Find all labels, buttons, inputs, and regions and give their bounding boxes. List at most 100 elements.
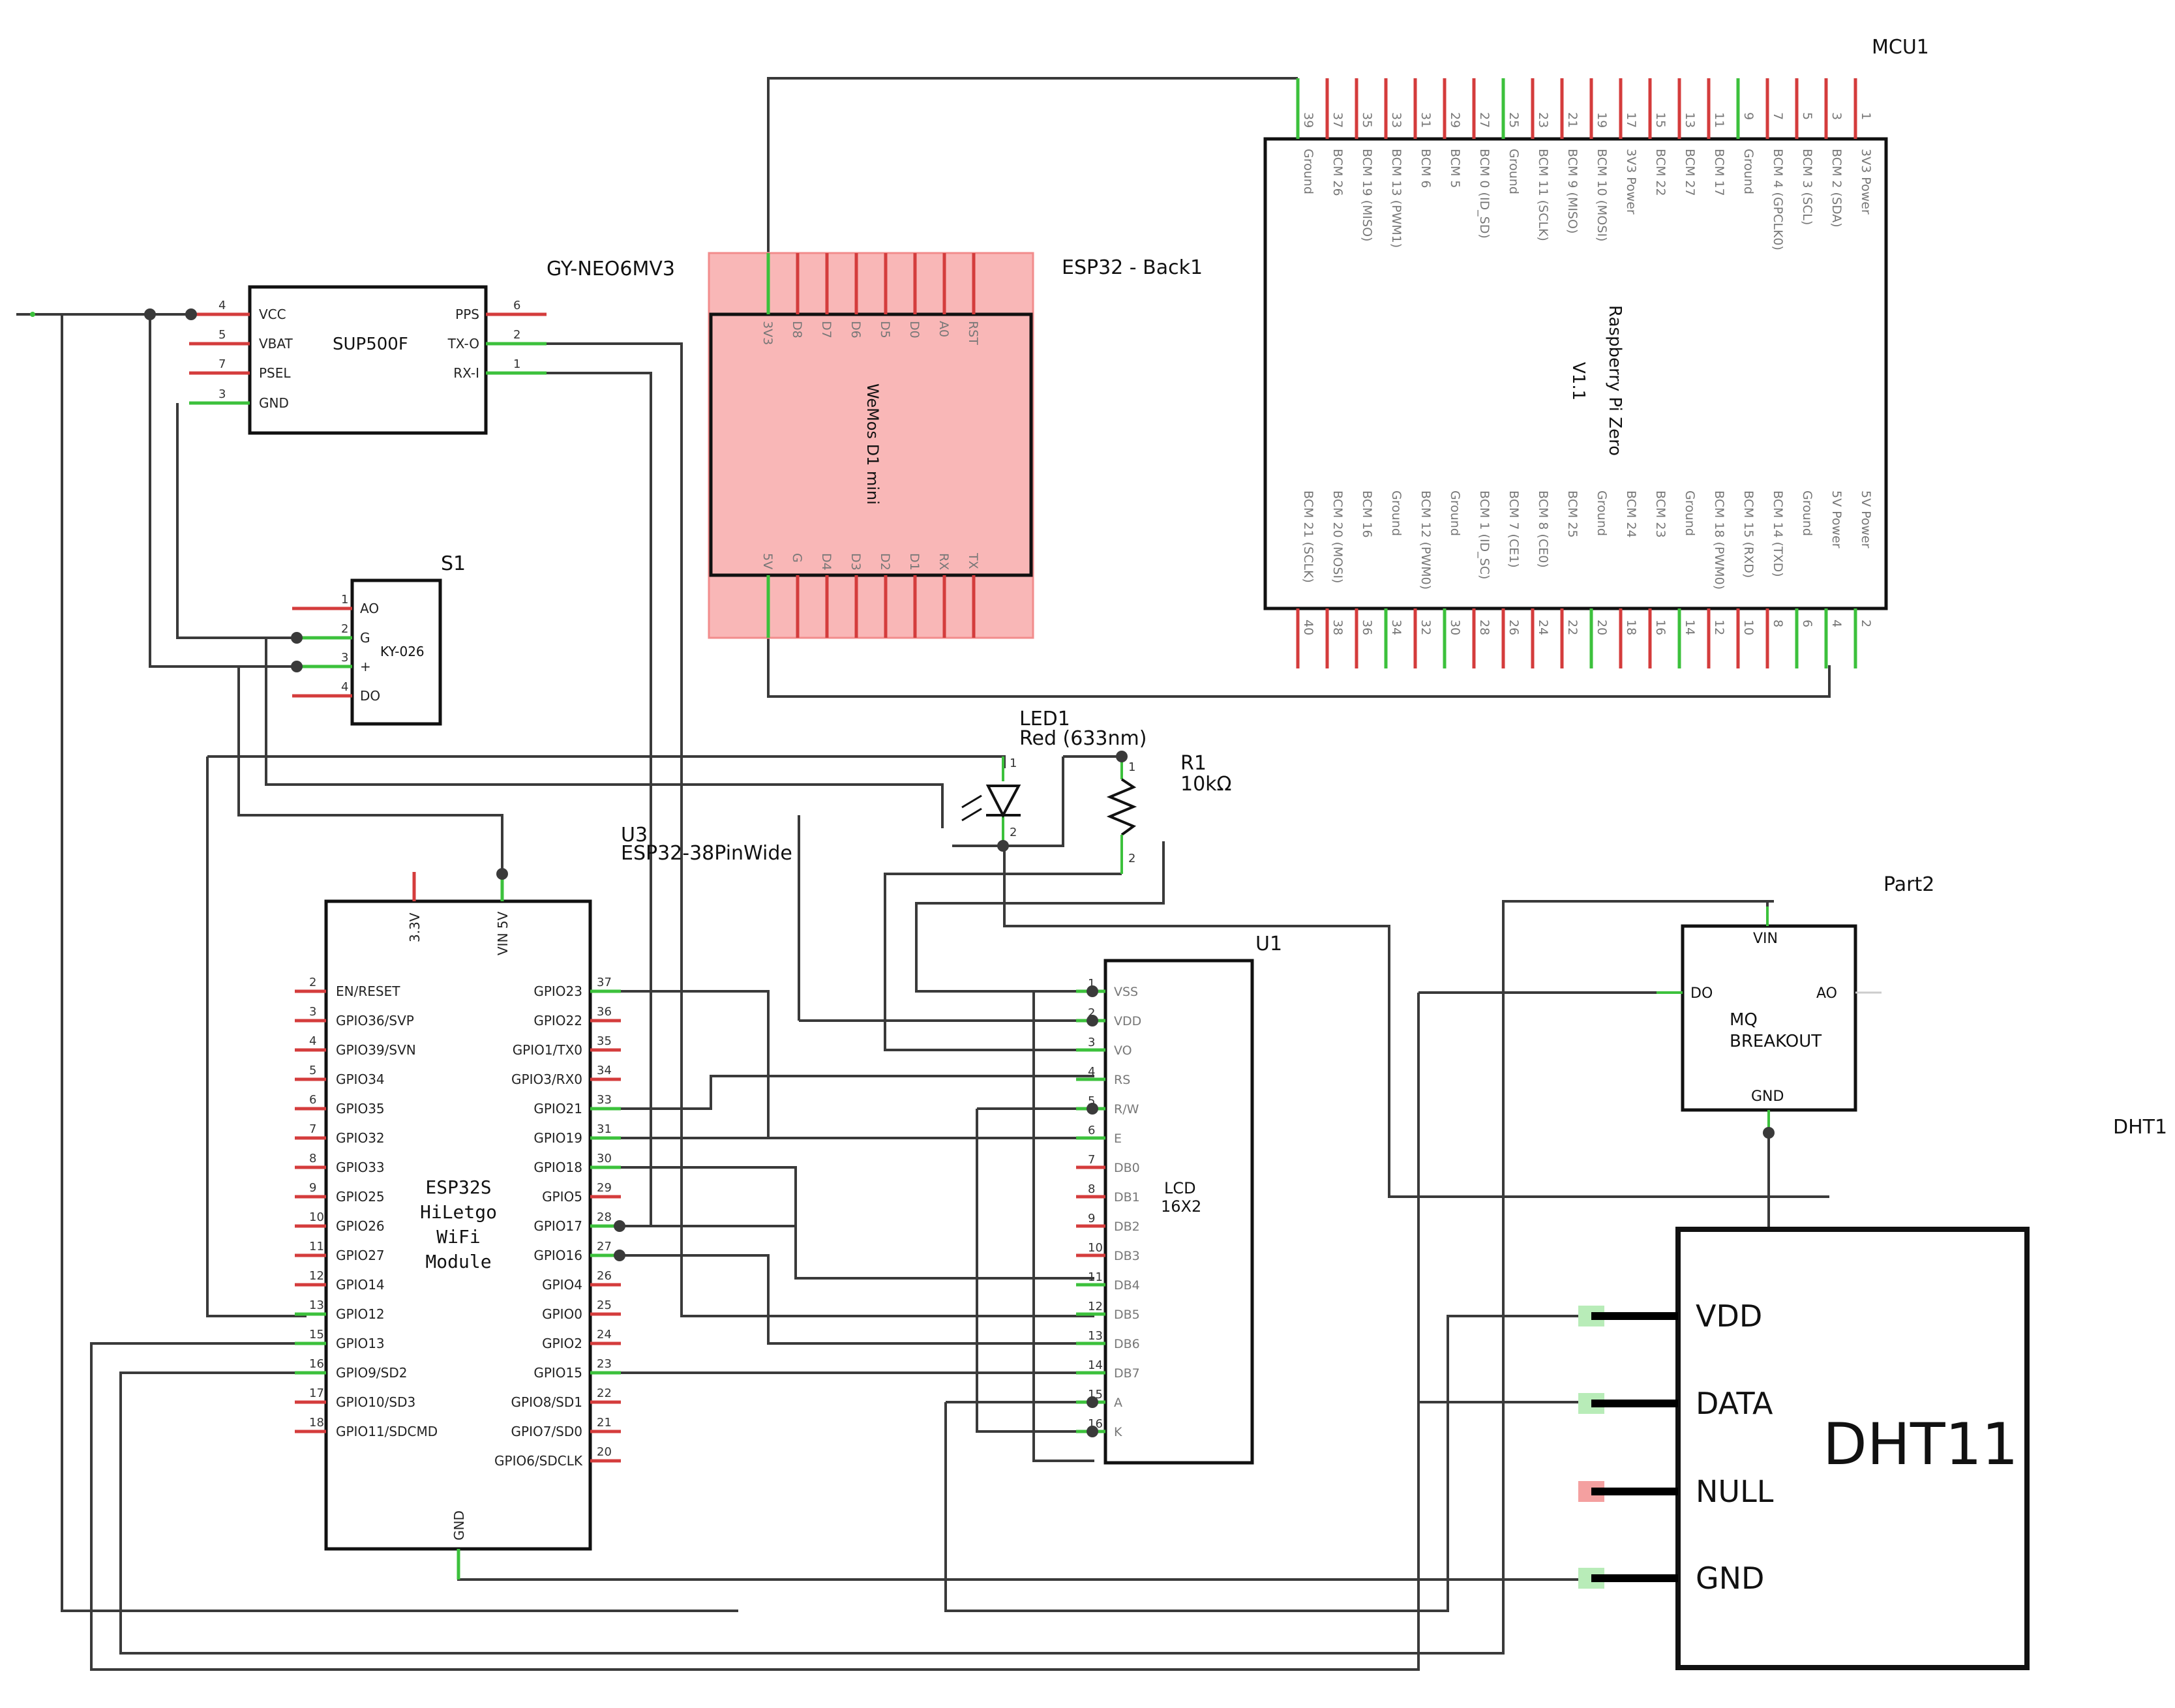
rpi-bottom-pin-num: 20 [1595, 620, 1609, 635]
rpi-bottom-pin-num: 10 [1741, 620, 1756, 635]
gps-module[interactable]: GY-NEO6MV3 SUP500F 4VCC5VBAT7PSEL3GND6PP… [189, 258, 675, 435]
s1-part-name: S1 [441, 552, 466, 575]
rpi-bottom-pin-label: BCM 20 (MOSI) [1330, 490, 1345, 583]
rpi-bottom-pin-label: BCM 24 [1624, 490, 1638, 538]
esp32-right-pin-label: GPIO16 [533, 1248, 582, 1263]
wemos-bottom-pin-label: D4 [819, 553, 833, 571]
esp32-right-pin-label: GPIO7/SD0 [511, 1424, 582, 1439]
esp32-body-line-1: ESP32S [425, 1176, 491, 1198]
esp32-left-pin-label: GPIO33 [336, 1160, 385, 1175]
gps-pin-num: 6 [513, 299, 520, 312]
wemos-top-pin-label: D5 [878, 321, 892, 338]
esp32-right-pin-label: GPIO3/RX0 [511, 1071, 582, 1087]
esp32-right-pin-num: 22 [597, 1386, 612, 1400]
lcd-pin-num: 5 [1088, 1094, 1095, 1108]
lcd-pin-label: DB0 [1114, 1161, 1140, 1175]
esp32-left-pin-label: GPIO36/SVP [336, 1013, 414, 1028]
s1-pin-label: G [360, 630, 370, 646]
esp32-right-pin-label: GPIO18 [533, 1160, 582, 1175]
rpi-bottom-pin-num: 40 [1301, 620, 1315, 635]
s1-body [350, 578, 442, 726]
lcd-16x2-u1[interactable]: U1 LCD 16X2 1VSS2VDD3VO4RS5R/W6E7DB08DB1… [1076, 933, 1282, 1465]
mq-body [1681, 924, 1857, 1112]
wemos-top-pin-label: A0 [937, 321, 951, 337]
rpi-bottom-pin-label: Ground [1448, 490, 1462, 536]
rpi-top-pin-label: BCM 22 [1653, 149, 1668, 196]
s1-chip-label: KY-026 [380, 644, 425, 659]
r1-pin-num-2: 2 [1128, 852, 1135, 865]
wemos-body [709, 312, 1033, 577]
esp32-part-name: U3 [621, 824, 648, 847]
led1-pin-num-2: 2 [1010, 826, 1017, 839]
mq-pin-gnd-label: GND [1751, 1088, 1784, 1105]
rpi-bottom-pin-num: 22 [1565, 620, 1580, 635]
esp32-right-pin-label: GPIO19 [533, 1130, 582, 1146]
rpi-top-pin-label: BCM 5 [1448, 149, 1462, 188]
mq-title-line-2: BREAKOUT [1730, 1032, 1822, 1051]
lcd-pin-num: 4 [1088, 1065, 1095, 1079]
lcd-title-line-2: 16X2 [1161, 1197, 1201, 1216]
mq-breakout-part2[interactable]: Part2 VIN DO AO MQ BREAKOUT GND [1657, 873, 1934, 1135]
rpi-top-pin-num: 9 [1741, 112, 1756, 120]
lcd-pin-num: 9 [1088, 1212, 1095, 1225]
esp32-right-pin-label: GPIO0 [542, 1306, 582, 1322]
esp32-left-pin-num: 5 [309, 1064, 316, 1077]
rpi-bottom-pin-num: 6 [1800, 620, 1814, 627]
rpi-bottom-pin-num: 30 [1448, 620, 1462, 635]
rpi-top-pin-num: 25 [1507, 112, 1521, 128]
rpi-bottom-pin-num: 28 [1477, 620, 1492, 635]
led1-pin-num-1: 1 [1010, 757, 1017, 770]
lcd-pin-num: 8 [1088, 1182, 1095, 1196]
wemos-bottom-pin-label: D2 [878, 553, 892, 571]
esp32-left-pin-num: 16 [309, 1357, 324, 1371]
rpi-bottom-pin-label: BCM 25 [1565, 490, 1580, 538]
rpi-top-pin-label: 3V3 Power [1859, 149, 1873, 215]
rpi-top-pin-label: 3V3 Power [1624, 149, 1638, 215]
led1-value: Red (633nm) [1019, 727, 1147, 750]
lcd-pin-num: 2 [1088, 1006, 1095, 1020]
rpi-top-pin-num: 29 [1448, 112, 1462, 128]
esp32-left-pin-label: GPIO13 [336, 1336, 385, 1351]
rpi-bottom-pin-label: BCM 15 (RXD) [1741, 490, 1756, 578]
led1[interactable]: LED1 Red (633nm) 1 2 [961, 708, 1147, 841]
esp32-left-pin-label: GPIO26 [336, 1218, 385, 1234]
rpi-top-pin-label: BCM 0 (ID_SD) [1477, 149, 1492, 239]
esp32-left-pin-label: GPIO11/SDCMD [336, 1424, 438, 1439]
lcd-part-name: U1 [1255, 933, 1282, 955]
esp32-body [324, 899, 592, 1551]
lcd-pin-num: 13 [1088, 1329, 1103, 1343]
esp32-right-pin-label: GPIO15 [533, 1365, 582, 1381]
esp32-body-line-2: HiLetgo [420, 1201, 497, 1223]
esp32-right-pin-num: 35 [597, 1034, 612, 1048]
dht-part-name: DHT1 [2113, 1116, 2167, 1139]
gps-pin-num: 3 [218, 387, 226, 401]
rpi-top-pin-num: 13 [1683, 112, 1697, 128]
esp32-module-u3[interactable]: U3 ESP32-38PinWide ESP32S HiLetgo WiFi M… [295, 824, 792, 1580]
lcd-pin-label: K [1114, 1425, 1122, 1439]
rpi-bottom-pin-num: 4 [1829, 620, 1844, 627]
rpi-bottom-pin-label: Ground [1683, 490, 1697, 536]
esp32-left-pin-num: 6 [309, 1093, 316, 1107]
dht-chip-label: DHT11 [1823, 1411, 2018, 1478]
resistor-r1[interactable]: R1 10kΩ 1 2 [1106, 752, 1231, 874]
mq-title-line-1: MQ [1730, 1010, 1758, 1030]
gps-pin-label: RX-I [453, 365, 479, 381]
rpi-bottom-pin-label: BCM 16 [1360, 490, 1374, 538]
s1-pin-num: 1 [341, 593, 348, 607]
gps-pin-num: 1 [513, 357, 520, 371]
rpi-bottom-pin-num: 32 [1418, 620, 1433, 635]
rpi-top-pin-label: Ground [1507, 149, 1521, 194]
lcd-pin-label: DB2 [1114, 1220, 1140, 1234]
rpi-bottom-pin-label: BCM 12 (PWM0) [1418, 490, 1433, 590]
esp32-right-pin-label: GPIO8/SD1 [511, 1394, 582, 1410]
s1-pin-label: AO [360, 601, 379, 616]
lcd-pin-label: R/W [1114, 1102, 1139, 1116]
esp32-left-pin-label: GPIO9/SD2 [336, 1365, 407, 1381]
esp32-left-pin-label: GPIO32 [336, 1130, 385, 1146]
raspberry-pi-zero[interactable]: MCU1 Raspberry Pi Zero V1.1 39Ground37BC… [1263, 36, 1929, 668]
